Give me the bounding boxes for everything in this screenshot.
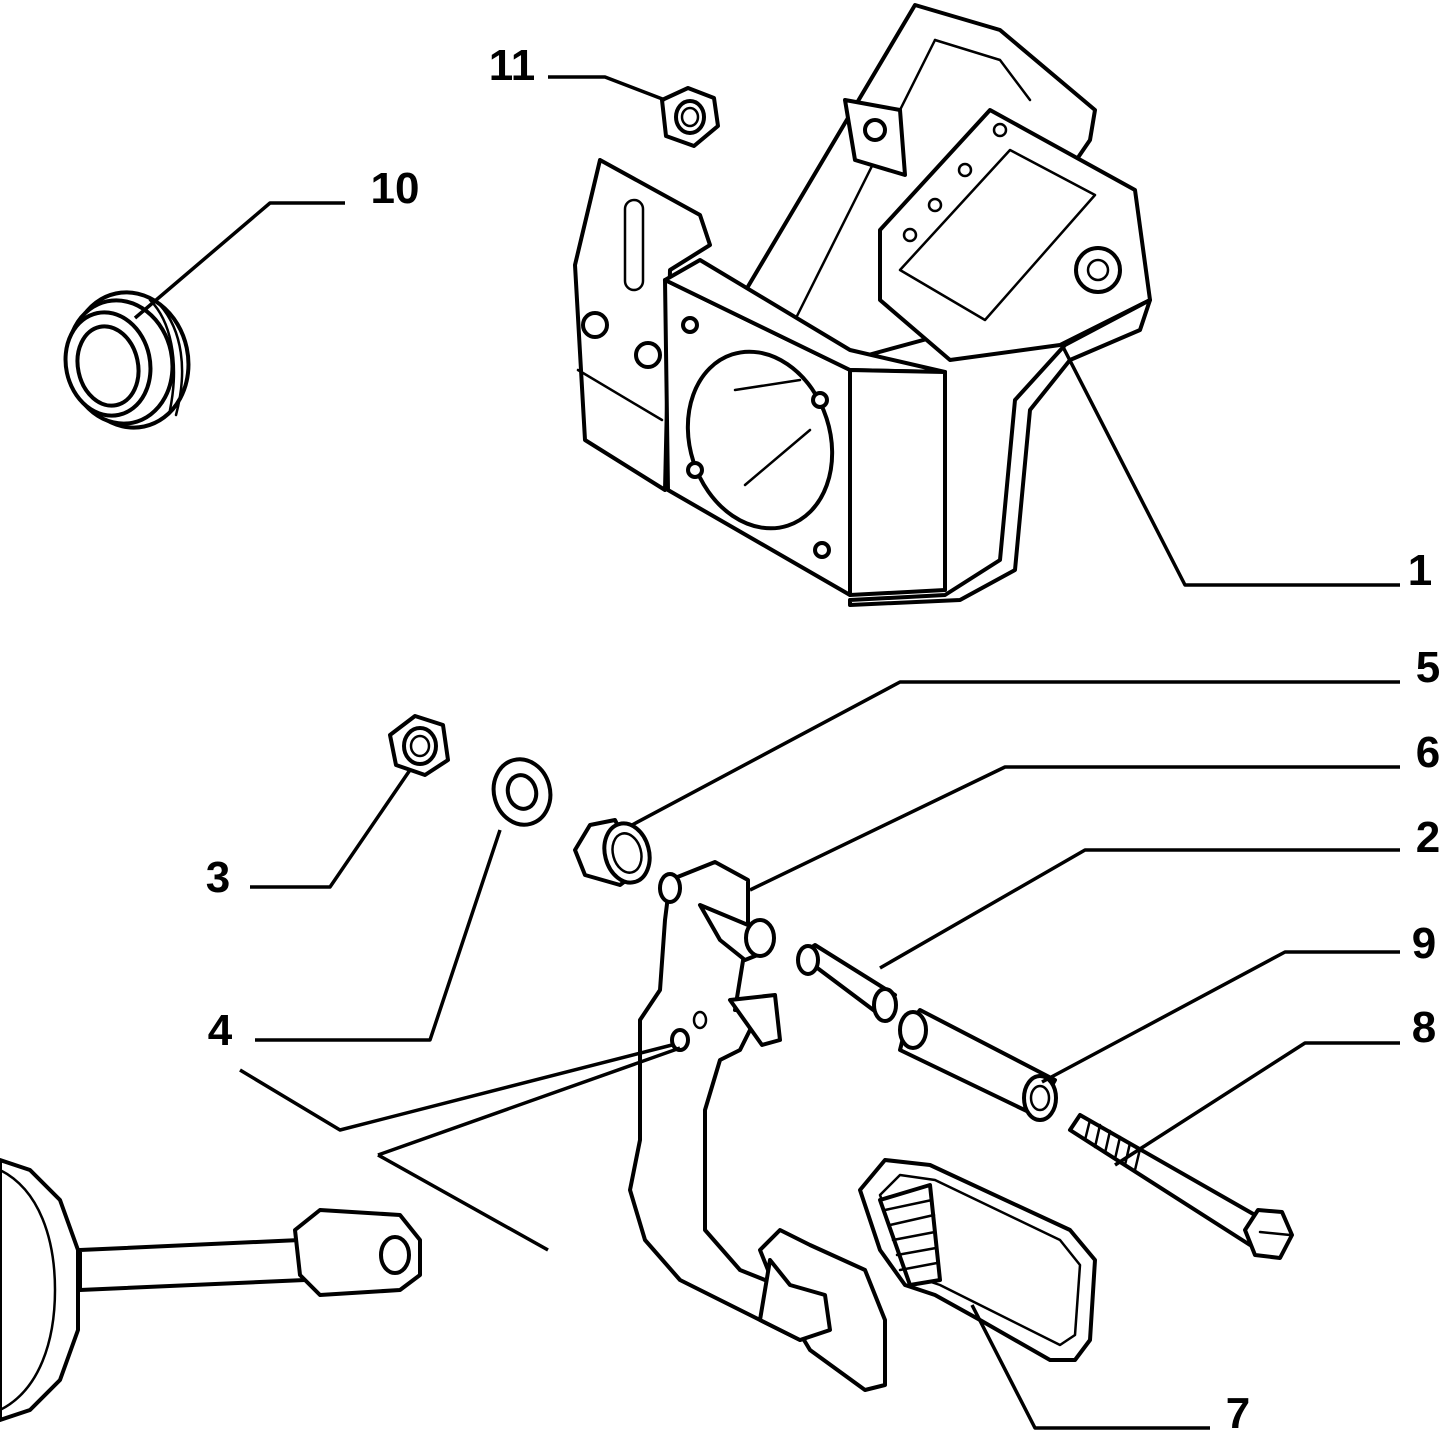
leader-6 <box>749 765 1400 892</box>
callout-4: 4 <box>208 1006 233 1055</box>
part-6-pedal-arm <box>628 860 887 1392</box>
leader-8 <box>1114 1041 1400 1167</box>
leader-5 <box>631 680 1400 827</box>
leader-11 <box>548 75 666 102</box>
part-7-pedal-pad <box>858 1158 1097 1362</box>
callout-11: 11 <box>489 41 536 90</box>
callout-6: 6 <box>1416 728 1440 777</box>
callout-10: 10 <box>371 164 420 213</box>
part-11-nut <box>660 86 720 148</box>
callout-3: 3 <box>206 853 230 902</box>
callout-1: 1 <box>1408 546 1432 595</box>
leader-10 <box>133 201 345 320</box>
part-9-sleeve <box>898 1008 1058 1122</box>
pushrod-clevis <box>0 1158 422 1422</box>
assembly-lines <box>239 1043 681 1252</box>
leader-2 <box>879 848 1400 970</box>
part-4-washer <box>491 757 553 827</box>
part-8-bolt <box>1068 1113 1294 1260</box>
callout-8: 8 <box>1412 1003 1436 1052</box>
leader-9 <box>1041 950 1400 1084</box>
leader-1 <box>1060 344 1400 587</box>
part-1-pedal-bracket <box>573 3 1152 607</box>
part-10-grommet <box>63 290 191 430</box>
callout-7: 7 <box>1226 1389 1250 1432</box>
leader-3 <box>250 769 412 889</box>
leader-7 <box>970 1304 1210 1430</box>
callout-9: 9 <box>1412 919 1436 968</box>
callout-5: 5 <box>1416 643 1440 692</box>
leader-lines <box>133 75 1400 1430</box>
callout-labels: 1 2 3 4 5 6 7 8 9 10 11 <box>206 41 1440 1432</box>
callout-2: 2 <box>1416 813 1440 862</box>
leader-4 <box>255 829 502 1042</box>
part-2-spacer <box>796 943 898 1023</box>
part-5-bushing <box>573 818 652 887</box>
part-3-nut <box>388 714 450 777</box>
